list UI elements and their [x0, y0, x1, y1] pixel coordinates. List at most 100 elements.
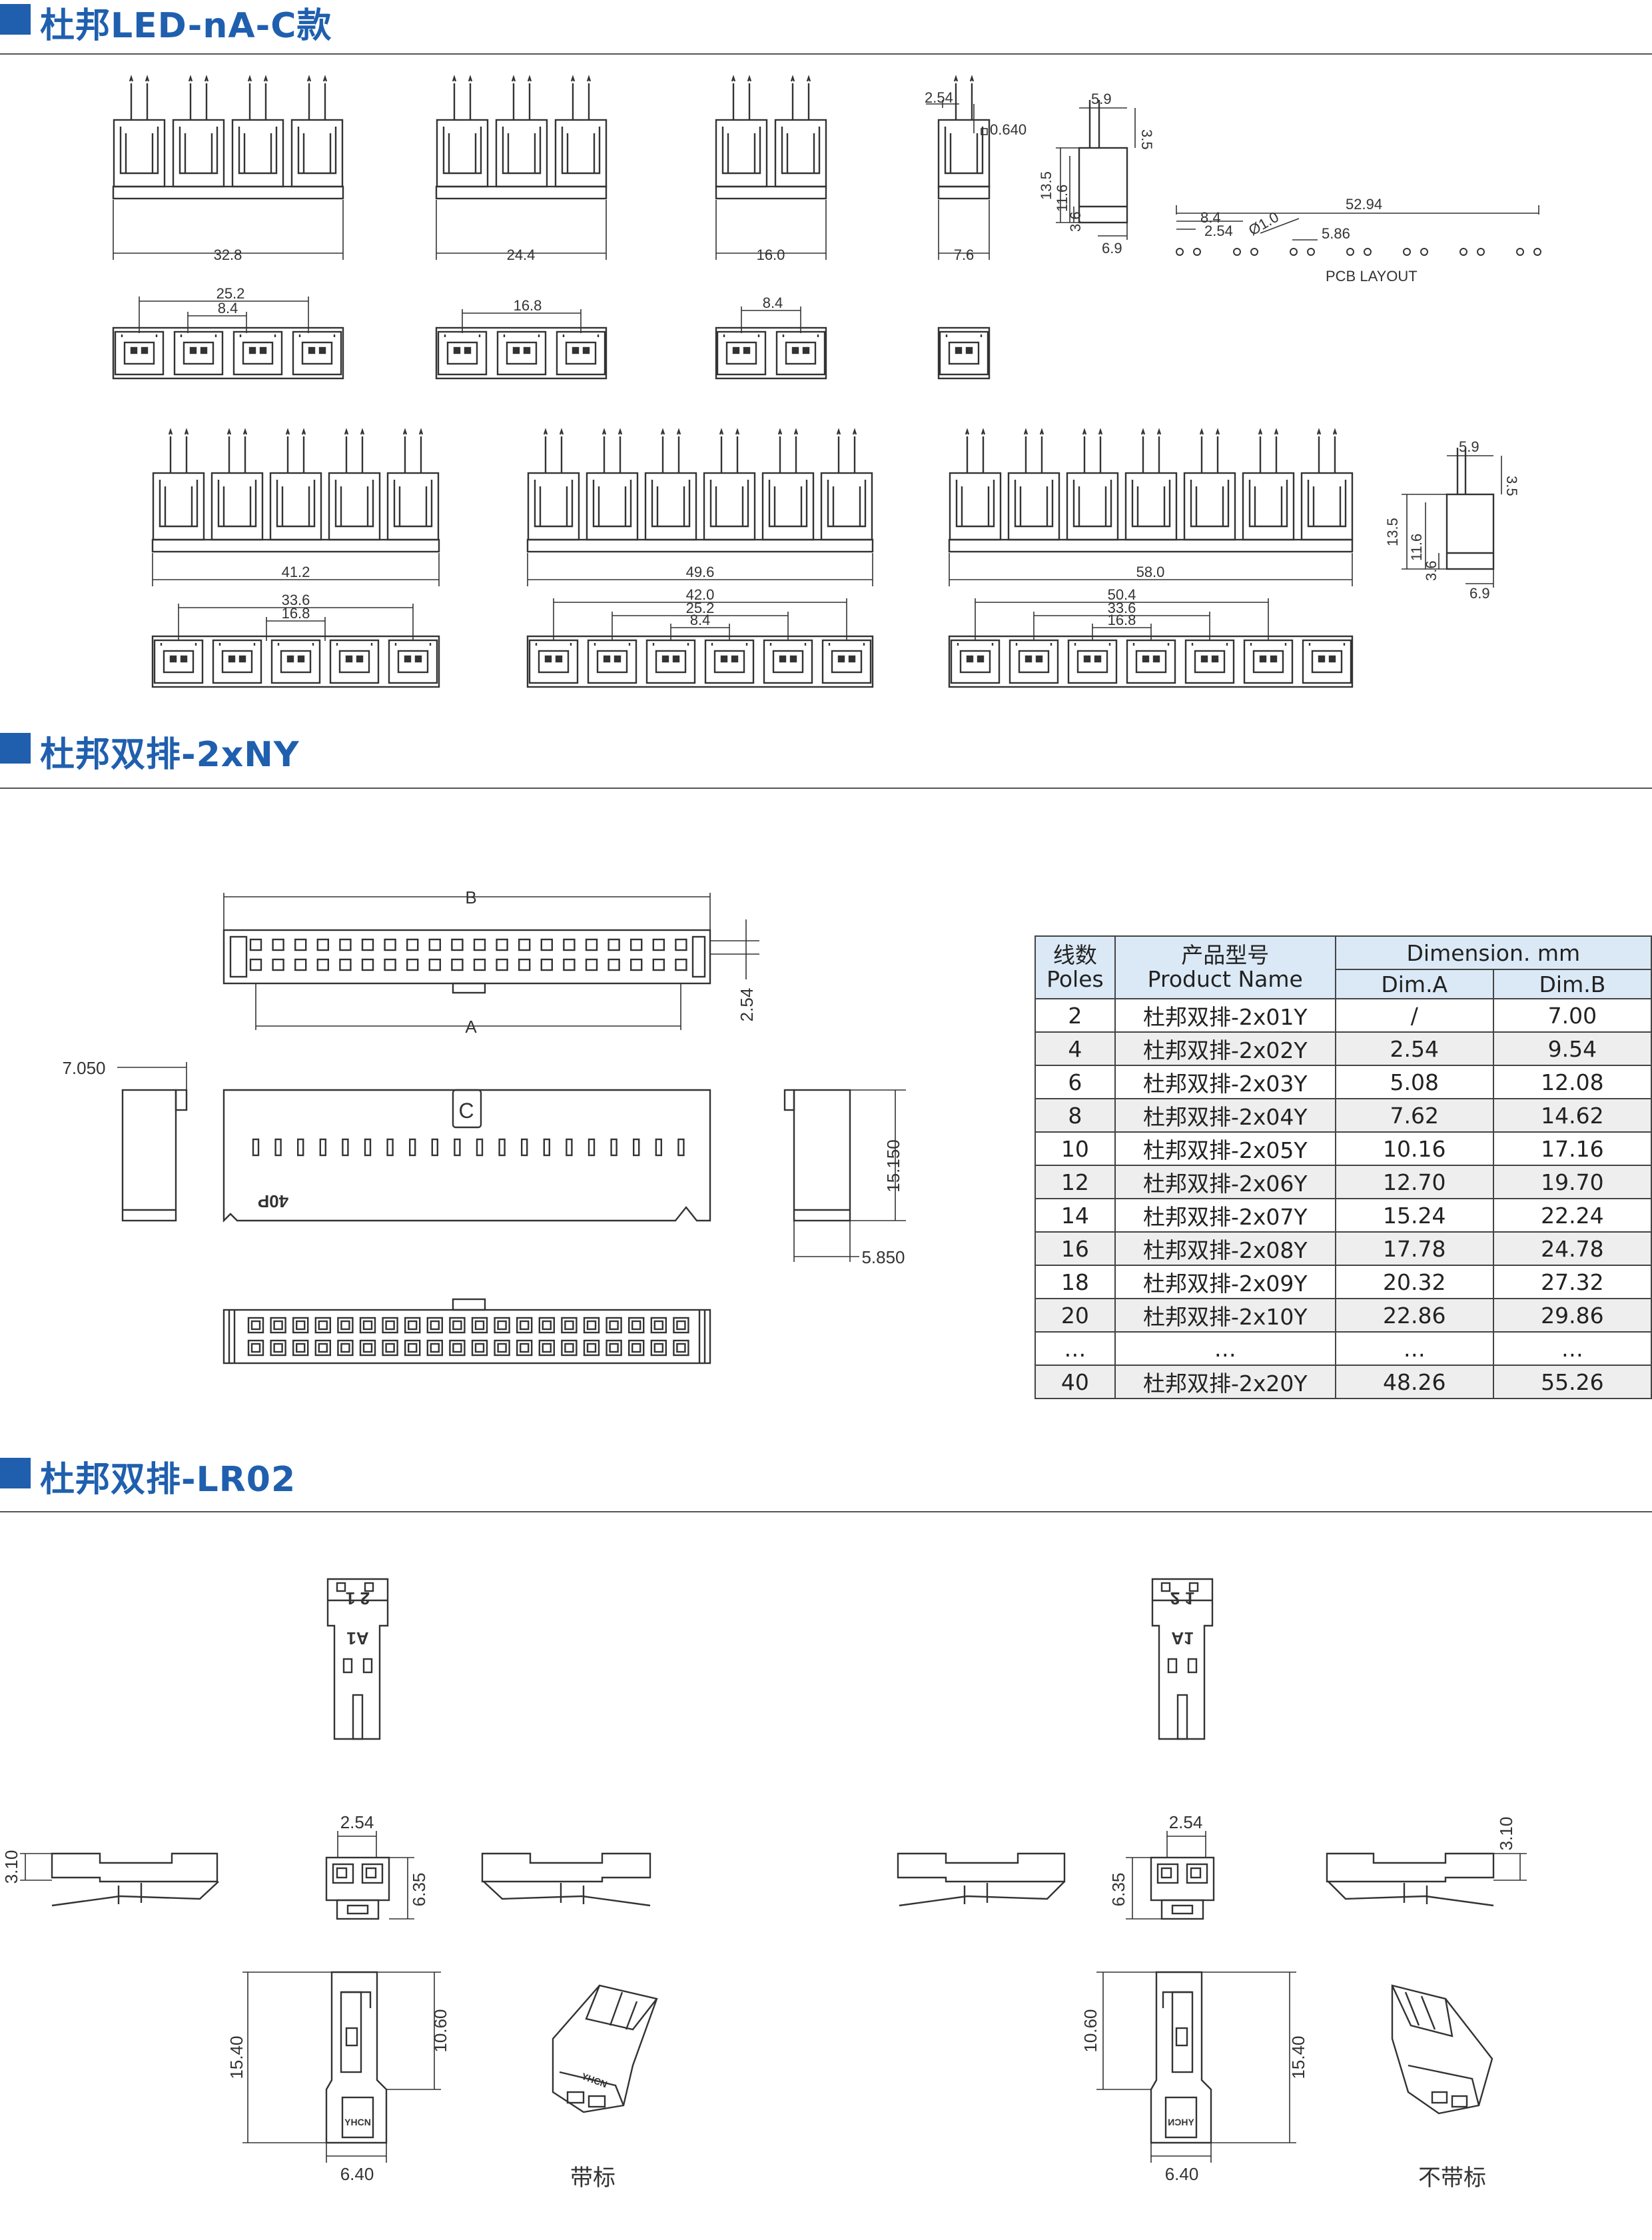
led-drawings: 32.8 24.4 16.0 7.6 25.2 8.4 16.8 8.4	[112, 76, 1541, 688]
pcb-total: 52.94	[1346, 196, 1382, 213]
header-dimension: Dimension. mm	[1334, 935, 1652, 970]
latch-slot	[588, 1138, 596, 1157]
contact-cell	[606, 1339, 622, 1357]
twoxny-drawings: B A 2.54 7.050 15.150 5.850 C 40P	[62, 887, 906, 1365]
pin-hole	[428, 938, 441, 951]
dim-base-2: 3.6	[1423, 560, 1440, 581]
cell-name: 杜邦双排-2x08Y	[1114, 1231, 1336, 1266]
lr02-right-top-view	[1151, 1578, 1214, 1740]
dim-right-width: 5.850	[861, 1247, 905, 1267]
lr02-right-pitch: 2.54	[1169, 1812, 1203, 1832]
contact-window	[318, 1320, 328, 1331]
cell-name: 杜邦双排-2x20Y	[1114, 1365, 1336, 1399]
twoxny-bottom-pins	[247, 1317, 689, 1357]
cell-a: 5.08	[1334, 1065, 1494, 1099]
latch-slot	[364, 1138, 372, 1157]
dim-height: 13.5	[1038, 171, 1054, 200]
pitch-6p-a: 42.0	[686, 586, 715, 603]
cell-b: 12.08	[1492, 1065, 1652, 1099]
cell-a: /	[1334, 998, 1494, 1033]
contact-window	[474, 1343, 485, 1353]
led-side-view-2	[1446, 448, 1495, 570]
pin-hole	[294, 938, 307, 951]
lr02-left-total: 15.40	[226, 2035, 246, 2079]
pin-hole	[473, 958, 486, 971]
cell-a: 20.32	[1334, 1265, 1494, 1299]
pitch-6p-b: 25.2	[686, 600, 715, 616]
pitch-6p-c: 8.4	[690, 612, 711, 628]
latch-slot	[677, 1138, 685, 1157]
cell-a: 12.70	[1334, 1165, 1494, 1199]
led-7p-top-view	[948, 635, 1354, 688]
cell-b: 14.62	[1492, 1098, 1652, 1133]
contact-window	[273, 1343, 283, 1353]
latch-slot	[409, 1138, 416, 1157]
section-marker	[0, 4, 31, 35]
cell-poles: …	[1034, 1331, 1116, 1366]
lr02-left-side-view-l	[51, 1852, 219, 1907]
cell-name: …	[1114, 1331, 1336, 1366]
cell-b: 22.24	[1492, 1198, 1652, 1233]
lr02-right-pin-numbers: 2 1	[1170, 1588, 1194, 1608]
led-2p-front-view	[715, 76, 827, 200]
twoxny-top-pins	[249, 938, 687, 971]
contact-cell	[561, 1317, 578, 1334]
latch-slot	[610, 1138, 618, 1157]
pin-hole	[585, 958, 598, 971]
cell-name: 杜邦双排-2x07Y	[1114, 1198, 1336, 1233]
section-divider	[0, 53, 1652, 55]
section-marker	[0, 733, 31, 764]
dim-b: B	[465, 887, 476, 907]
latch-slot	[431, 1138, 438, 1157]
led-6p-front-view	[526, 429, 874, 553]
contact-window	[318, 1343, 328, 1353]
contact-cell	[494, 1317, 510, 1334]
contact-window	[631, 1343, 641, 1353]
width-5p: 41.2	[282, 564, 310, 580]
section-title: 杜邦双排-2xNY	[40, 735, 300, 775]
lr02-right-brand: YHCN	[1168, 2117, 1194, 2127]
pin-hole	[272, 938, 284, 951]
cell-name: 杜邦双排-2x10Y	[1114, 1298, 1336, 1333]
pin-hole	[563, 958, 576, 971]
contact-window	[542, 1343, 552, 1353]
contact-cell	[561, 1339, 578, 1357]
contact-window	[408, 1320, 418, 1331]
contact-cell	[494, 1339, 510, 1357]
twoxny-front-view	[222, 1089, 711, 1223]
contact-cell	[426, 1317, 443, 1334]
latch-slot	[521, 1138, 528, 1157]
section-divider	[0, 788, 1652, 789]
led-side-view-1	[1078, 100, 1128, 224]
pin-hole	[294, 958, 307, 971]
pin-hole	[652, 958, 665, 971]
latch-slot	[543, 1138, 550, 1157]
contact-window	[296, 1343, 306, 1353]
pin-hole	[563, 938, 576, 951]
cell-a: 22.86	[1334, 1298, 1494, 1333]
contact-cell	[382, 1339, 398, 1357]
pin-hole	[540, 958, 553, 971]
pin-hole	[675, 958, 687, 971]
cell-b: 9.54	[1492, 1031, 1652, 1066]
pitch-7p-c: 16.8	[1108, 612, 1136, 628]
pin-hole	[496, 938, 508, 951]
cell-name: 杜邦双排-2x06Y	[1114, 1165, 1336, 1199]
cell-name: 杜邦双排-2x09Y	[1114, 1265, 1336, 1299]
contact-cell	[449, 1317, 466, 1334]
led-3p-front-view	[435, 76, 608, 200]
twoxny-front-slots	[252, 1138, 685, 1157]
dim-depth-2: 6.9	[1469, 585, 1490, 602]
lr02-right-iso-view	[1391, 1984, 1493, 2115]
contact-window	[520, 1343, 530, 1353]
led-2p-top-view	[715, 326, 827, 380]
contact-window	[564, 1320, 574, 1331]
lr02-left-side-view-r	[481, 1852, 651, 1907]
latch-slot	[454, 1138, 461, 1157]
latch-slot	[386, 1138, 394, 1157]
lr02-left-width: 6.40	[340, 2164, 374, 2184]
contact-window	[452, 1320, 462, 1331]
